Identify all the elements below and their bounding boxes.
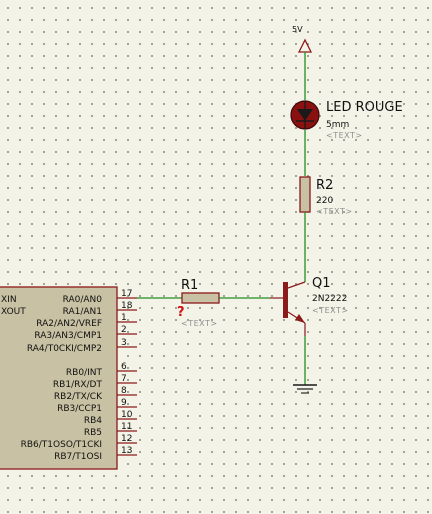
ic-pin-name: RB2/TX/CK — [54, 392, 103, 402]
q1-value-label: 2N2222 — [312, 294, 347, 304]
ic-pin-row[interactable]: RA4/T0CKI/CMP2 3 — [27, 338, 137, 354]
ic-pin-name: RA2/AN2/VREF — [36, 319, 102, 329]
ic-pin-number: 10 — [121, 410, 133, 420]
ic-pin-number: 17 — [121, 289, 132, 299]
led-diode-icon — [297, 109, 313, 121]
q1-collector-lead — [287, 281, 306, 289]
q1-emitter-arrow-icon — [295, 314, 305, 323]
ic-pin-number: 1 — [121, 313, 127, 323]
q1-base-bar-icon — [283, 282, 288, 318]
r1-unknown-value-flag: ? — [177, 305, 185, 320]
q1-text-placeholder: <TEXT> — [312, 306, 349, 315]
ic-pin-number: 6 — [121, 362, 127, 372]
ic-pin-number: 12 — [121, 434, 132, 444]
power-label: 5V — [292, 25, 303, 34]
r2-text-placeholder: <TEXT> — [316, 207, 353, 216]
ic-pin-number: 8 — [121, 386, 127, 396]
microcontroller-ic[interactable]: XIN XOUT RA0/AN017RA1/AN118RA2/AN2/VREF1… — [0, 286, 137, 470]
ic-pin-row[interactable]: RB4 10 — [84, 410, 137, 426]
r2-body-icon — [299, 176, 311, 213]
ic-pin-name: RB0/INT — [66, 368, 103, 378]
r1-ref-label: R1 — [181, 278, 198, 293]
ic-pin-row[interactable]: RA1/AN1 18 — [63, 301, 137, 317]
led-value-label: 5mm — [326, 120, 349, 130]
led-component[interactable]: LED ROUGE 5mm <TEXT> — [290, 100, 403, 140]
ic-pin-number: 9 — [121, 398, 127, 408]
ic-pin-row[interactable]: RB0/INT 6 — [66, 362, 137, 378]
ic-pin-number: 13 — [121, 446, 132, 456]
q1-ref-label: Q1 — [312, 276, 331, 291]
ic-pin-name: RB3/CCP1 — [57, 404, 102, 414]
power-arrow-icon — [297, 38, 313, 53]
ic-left-pin-xin: XIN — [1, 295, 17, 305]
r2-value-label: 220 — [316, 196, 333, 206]
r2-ref-label: R2 — [316, 178, 333, 193]
led-text-placeholder: <TEXT> — [326, 131, 363, 140]
ic-pin-name: RB7/T1OSI — [54, 452, 102, 462]
transistor-q1[interactable]: Q1 2N2222 <TEXT> — [270, 276, 349, 336]
ic-pin-number: 18 — [121, 301, 133, 311]
ic-pin-name: RA3/AN3/CMP1 — [34, 331, 102, 341]
ic-body — [0, 286, 118, 470]
ic-pin-name: RB5 — [84, 428, 102, 438]
ic-pin-name: RA1/AN1 — [63, 307, 102, 317]
ic-pin-name: RA4/T0CKI/CMP2 — [27, 344, 102, 354]
led-ref-label: LED ROUGE — [326, 100, 403, 115]
ic-pin-row[interactable]: RA3/AN3/CMP1 2 — [34, 325, 137, 341]
ic-pin-name: RB6/T1OSO/T1CKI — [21, 440, 102, 450]
ic-pin-number: 2 — [121, 325, 127, 335]
ic-pin-number: 11 — [121, 422, 132, 432]
ic-pin-number: 3 — [121, 338, 127, 348]
ic-pin-row[interactable]: RB3/CCP1 9 — [57, 398, 137, 414]
resistor-r1[interactable]: R1 ? <TEXT> — [177, 278, 220, 328]
ic-pin-row[interactable]: RA2/AN2/VREF 1 — [36, 313, 137, 329]
power-terminal-5v[interactable]: 5V — [292, 25, 313, 53]
ground-terminal[interactable] — [293, 384, 317, 394]
r1-text-placeholder: <TEXT> — [181, 319, 218, 328]
ic-pin-number: 7 — [121, 374, 127, 384]
ic-pin-row[interactable]: RB1/RX/DT 7 — [53, 374, 137, 390]
ic-left-pin-xout: XOUT — [1, 307, 26, 317]
ic-pin-row[interactable]: RB6/T1OSO/T1CKI 12 — [21, 434, 137, 450]
resistor-r2[interactable]: R2 220 <TEXT> — [299, 176, 353, 216]
ic-pin-name: RB4 — [84, 416, 102, 426]
ic-pin-name: RA0/AN0 — [63, 295, 103, 305]
ic-pin-row[interactable]: RB7/T1OSI 13 — [54, 446, 137, 462]
ic-pin-row[interactable]: RA0/AN0 17 — [63, 289, 137, 305]
ic-pin-row[interactable]: RB2/TX/CK 8 — [54, 386, 137, 402]
ic-pin-name: RB1/RX/DT — [53, 380, 103, 390]
r1-body-icon — [181, 292, 220, 304]
ic-pin-row[interactable]: RB5 11 — [84, 422, 137, 438]
